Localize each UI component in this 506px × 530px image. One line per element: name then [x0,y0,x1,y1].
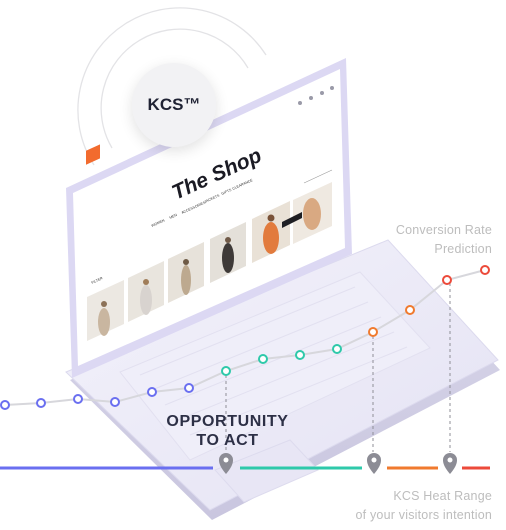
trend-point [442,275,452,285]
shop-now-button [282,212,302,228]
svg-text:JACKETS: JACKETS [204,193,221,204]
trend-point [0,400,10,410]
kcs-badge-label: KCS™ [147,95,201,114]
trend-point [36,398,46,408]
laptop-base [65,239,500,520]
opportunity-line2: TO ACT [196,432,259,449]
trend-point [73,394,83,404]
trend-chart [0,265,490,474]
trackpad [214,439,319,503]
trend-point [221,366,231,376]
product-grid[interactable] [87,182,332,341]
bag-icon [330,86,334,90]
trend-point [258,354,268,364]
location-pin-icon [367,453,381,474]
opportunity-line1: OPPORTUNITY [166,413,289,430]
conversion-rate-line2: Prediction [434,242,492,256]
conversion-rate-line1: Conversion Rate [395,223,492,237]
search-box [303,169,333,184]
keyboard [119,271,431,461]
location-pin-icon [219,453,233,474]
trend-point [332,344,342,354]
heat-range-line1: KCS Heat Range [393,489,492,503]
svg-text:GIFTS: GIFTS [221,188,233,196]
trend-points [0,265,490,410]
svg-text:MEN: MEN [169,213,178,220]
cart-icon [320,91,324,95]
heat-range-caption: KCS Heat Range of your visitors intentio… [300,487,492,525]
trend-point [368,327,378,337]
trend-line [4,269,486,406]
trend-point [480,265,490,275]
svg-text:WOMEN: WOMEN [151,218,166,228]
account-icon [298,101,302,105]
trend-point [110,397,120,407]
conversion-rate-caption: Conversion Rate Prediction [330,221,492,259]
shop-logo [86,144,100,165]
trend-point [184,383,194,393]
location-pin-icon [443,453,457,474]
filter-label[interactable]: FILTER [91,276,104,285]
heat-range-line2: of your visitors intention [355,508,492,522]
trend-point [147,387,157,397]
drop-lines [225,283,451,452]
opportunity-caption: OPPORTUNITY TO ACT [150,412,305,450]
wishlist-icon [309,96,313,100]
laptop-lid: The Shop WOMEN MEN ACCESSORIES JACKETS G… [66,58,352,378]
trend-point [405,305,415,315]
trend-point [295,350,305,360]
kcs-badge: KCS™ [132,63,216,147]
